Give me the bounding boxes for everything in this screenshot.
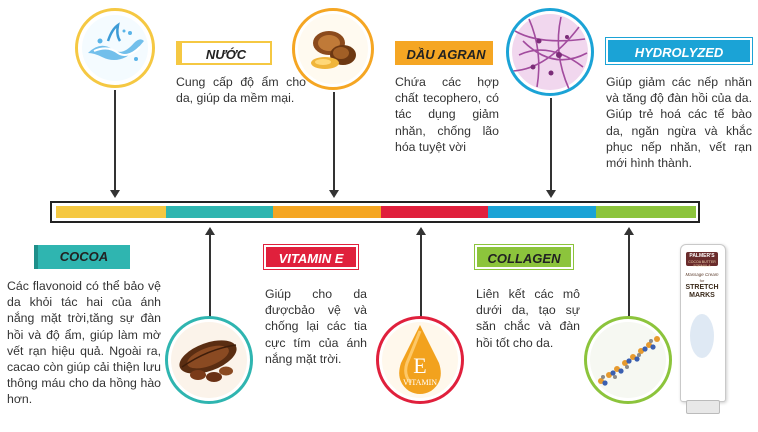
product-name-3: STRETCH	[685, 284, 719, 291]
vitamin-e-drop-icon: E VITAMIN	[376, 316, 464, 404]
desc-dau-agran: Chứa các hợp chất tecophero, có tác dụng…	[395, 75, 499, 154]
product-brand: PALMER'S	[689, 253, 715, 259]
label-hydrolyzed-elastin: HYDROLYZED ELASTIN	[605, 37, 753, 86]
desc-collagen: Liên kết các mô dưới da, tạo sự săn chắc…	[476, 287, 580, 350]
label-collagen: COLLAGEN	[474, 244, 574, 270]
label-vitamin-e: VITAMIN E	[263, 244, 359, 270]
argan-nut-icon	[292, 8, 374, 90]
timeline-segment-yellow	[56, 206, 166, 218]
collagen-helix-icon	[584, 316, 672, 404]
label-cocoa: COCOA	[34, 245, 130, 269]
connector-line	[628, 234, 630, 318]
desc-nuoc: Cung cấp độ ẩm cho da, giúp da mềm mại.	[176, 75, 306, 106]
desc-hydrolyzed-elastin: Giúp giảm các nếp nhăn và tăng độ đàn hồ…	[606, 75, 752, 171]
label-dau-agran: DẦU AGRAN	[395, 41, 493, 65]
connector-line	[420, 234, 422, 318]
vitamin-letter: E	[413, 353, 427, 378]
timeline-bar	[50, 201, 700, 223]
timeline-segment-green	[596, 206, 696, 218]
arrow-up-icon	[416, 227, 426, 235]
arrow-down-icon	[329, 190, 339, 198]
product-name-1: Massage Cream	[685, 272, 719, 277]
connector-line	[114, 90, 116, 191]
cocoa-pod-icon	[165, 316, 253, 404]
arrow-down-icon	[110, 190, 120, 198]
timeline-segment-teal	[166, 206, 273, 218]
connector-line	[333, 92, 335, 191]
timeline-segment-orange	[273, 206, 381, 218]
arrow-up-icon	[624, 227, 634, 235]
connector-line	[209, 234, 211, 318]
connector-line	[550, 98, 552, 191]
product-tube-image: PALMER'S COCOA BUTTER FORMULA Massage Cr…	[678, 244, 726, 414]
product-name-4: MARKS	[689, 292, 715, 299]
timeline-segment-red	[381, 206, 488, 218]
timeline-segment-blue	[488, 206, 596, 218]
elastin-fibers-icon	[506, 8, 594, 96]
label-nuoc: NƯỚC	[176, 41, 272, 65]
vitamin-word: VITAMIN	[402, 378, 438, 387]
water-splash-icon	[75, 8, 155, 88]
arrow-down-icon	[546, 190, 556, 198]
desc-vitamin-e: Giúp cho da đượcbảo vệ và chống lại các …	[265, 287, 367, 366]
desc-cocoa: Các flavonoid có thể bảo vệ da khỏi tác …	[7, 279, 161, 407]
product-line: COCOA BUTTER FORMULA	[688, 260, 716, 268]
arrow-up-icon	[205, 227, 215, 235]
product-name-2: for	[699, 278, 705, 283]
